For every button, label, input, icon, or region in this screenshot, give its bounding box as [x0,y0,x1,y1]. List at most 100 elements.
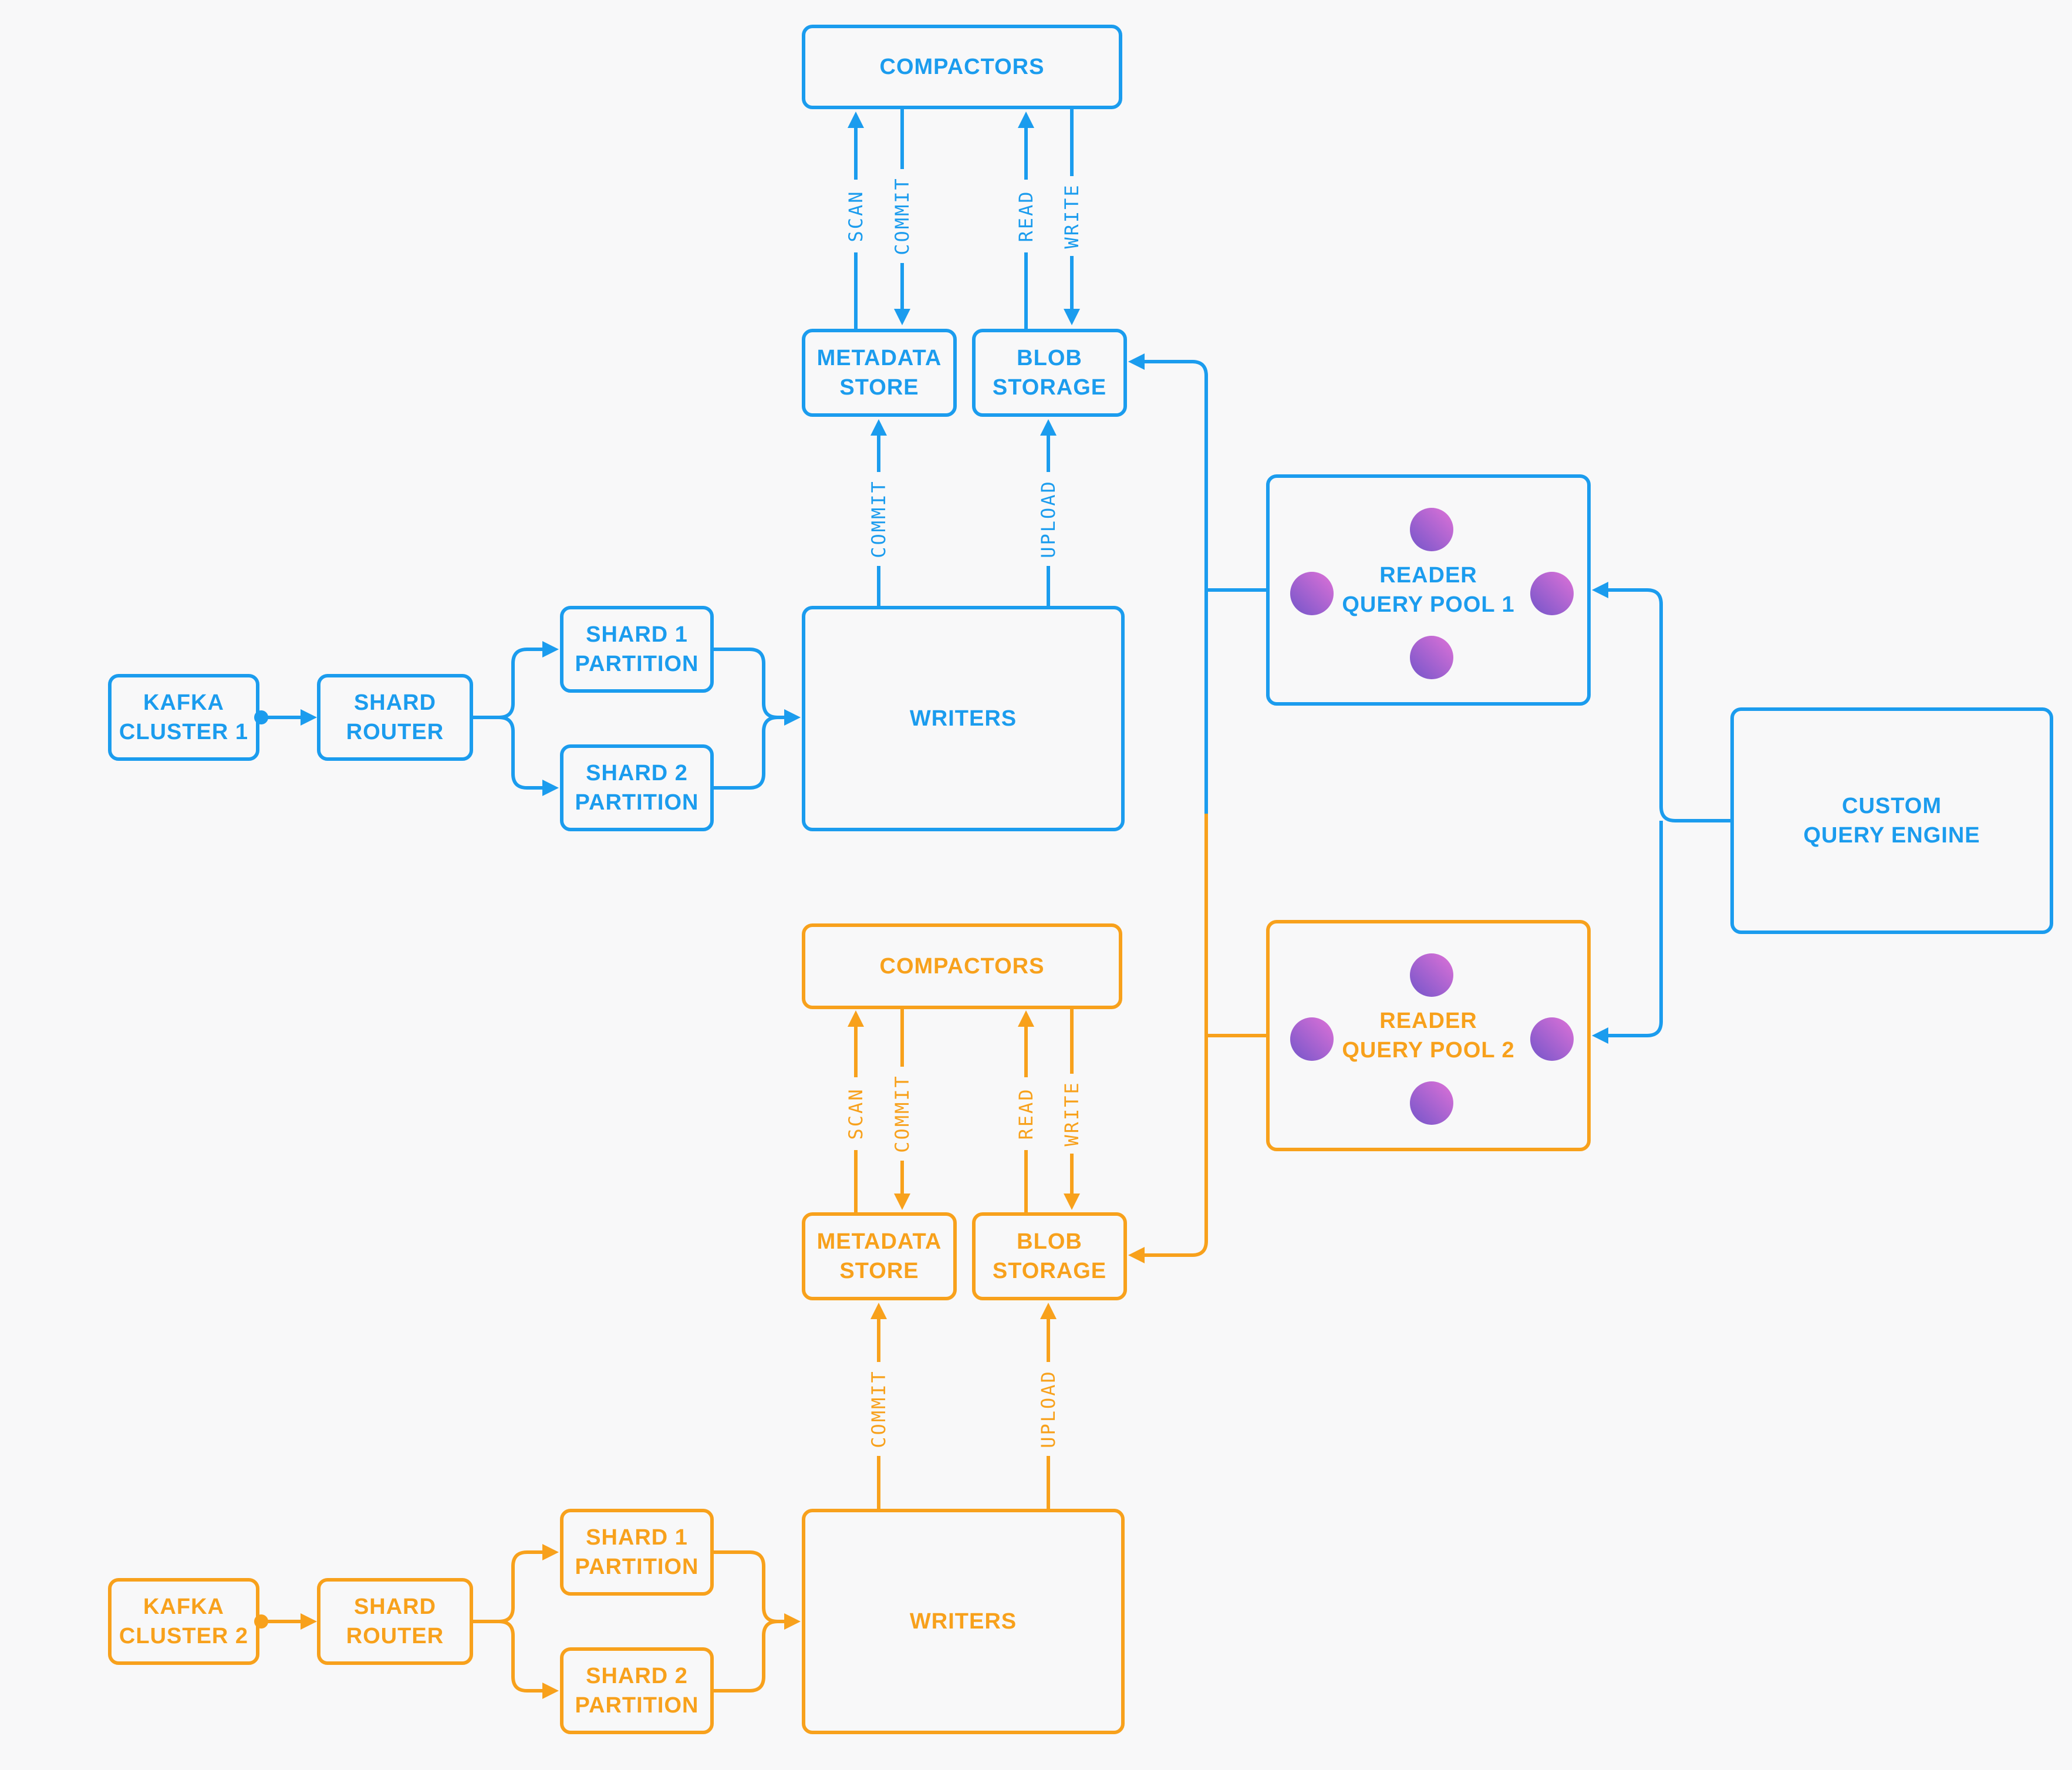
node-label-line: QUERY POOL 1 [1342,592,1515,617]
edge-shard-router2-to-shard1-partition [473,1544,559,1623]
edge-writers1-commit-to-metadata [870,419,887,606]
edge-metadata1-scan-to-compactors [848,112,864,329]
edge-metadata2-scan-to-compactors [848,1010,864,1212]
node-label-line: STORAGE [992,375,1107,400]
node-label-line: METADATA [816,345,942,370]
shard2-partition-2-node: SHARD 2 PARTITION [560,1647,714,1734]
node-label-line: SHARD 1 [586,622,688,647]
edge-readers-bus-to-blob2 [1128,814,1208,1263]
pool-label: READER QUERY POOL 1 [1342,561,1514,619]
node-label-line: COMPACTORS [879,953,1045,979]
edge-label-read-1: READ [1015,190,1037,242]
edge-label-read-2: READ [1015,1087,1037,1140]
node-label-line: PARTITION [575,790,699,815]
edge-blob1-read-to-compactors [1018,112,1034,329]
edge-shard1-partition2-to-writers [714,1550,801,1630]
edge-compactors2-write-to-blob [1064,1009,1080,1210]
node-label-line: STORAGE [992,1259,1107,1283]
reader-query-pool-1-node: READER QUERY POOL 1 [1266,474,1591,706]
edge-shard-router2-to-shard2-partition [473,1620,559,1699]
shard1-partition-2-node: SHARD 1 PARTITION [560,1509,714,1596]
kafka-cluster-2-node: KAFKA CLUSTER 2 [108,1578,259,1665]
reader-node-icon [1410,508,1453,551]
reader-query-pool-2-node: READER QUERY POOL 2 [1266,920,1591,1151]
node-label-line: PARTITION [575,1555,699,1579]
edge-shard-router1-to-shard1-partition [473,641,559,719]
node-label-line: READER [1379,1008,1477,1033]
blob-storage-1-node: BLOB STORAGE [972,329,1127,417]
compactors-1-node: COMPACTORS [802,25,1122,109]
edge-writers2-commit-to-metadata [870,1303,887,1509]
pool-label: READER QUERY POOL 2 [1342,1006,1514,1065]
node-label-line: QUERY ENGINE [1803,823,1980,848]
reader-node-icon [1290,572,1334,615]
edge-label-commit-writers-2: COMMIT [868,1370,890,1448]
reader-node-icon [1410,1081,1453,1125]
reader-node-icon [1410,953,1453,997]
node-label-line: SHARD [353,1594,437,1619]
edge-label-upload-1: UPLOAD [1037,480,1059,558]
node-label-line: SHARD 2 [586,1663,688,1688]
node-label-line: COMPACTORS [879,54,1045,79]
node-label-line: SHARD 2 [586,760,688,785]
edge-kafka1-to-shard-router [254,709,317,726]
node-label-line: PARTITION [575,1693,699,1718]
edge-label-commit-compactors-1: COMMIT [891,177,913,255]
blob-storage-2-node: BLOB STORAGE [972,1212,1127,1300]
edge-label-write-2: WRITE [1061,1081,1083,1147]
edge-writers2-upload-to-blob [1040,1303,1057,1509]
edge-shard-router1-to-shard2-partition [473,716,559,796]
node-label-line: SHARD [353,690,437,715]
node-label-line: WRITERS [909,706,1017,731]
node-label-line: KAFKA [143,1594,224,1619]
edge-query-engine-to-pool1 [1592,582,1730,822]
edge-shard2-partition2-to-writers [714,1620,791,1693]
edge-writers1-upload-to-blob [1040,419,1057,606]
reader-node-icon [1410,636,1453,679]
shard-router-1-node: SHARD ROUTER [317,674,473,761]
node-label-line: CUSTOM [1842,793,1942,818]
edge-compactors1-write-to-blob [1064,109,1080,325]
edge-readers-bus-to-blob1 [1128,353,1208,814]
node-label-line: METADATA [816,1229,942,1254]
edge-label-upload-2: UPLOAD [1037,1370,1059,1448]
node-label-line: STORE [839,375,919,400]
edge-compactors2-commit-to-metadata [894,1009,910,1210]
kafka-cluster-1-node: KAFKA CLUSTER 1 [108,674,259,761]
node-label-line: PARTITION [575,652,699,676]
edge-label-commit-writers-1: COMMIT [868,480,890,558]
edge-label-commit-compactors-2: COMMIT [891,1074,913,1153]
metadata-store-2-node: METADATA STORE [802,1212,957,1300]
node-label-line: CLUSTER 1 [119,720,249,744]
node-label-line: ROUTER [346,1624,444,1648]
writers-1-node: WRITERS [802,606,1125,831]
node-label-line: CLUSTER 2 [119,1624,249,1648]
reader-node-icon [1530,572,1574,615]
node-label-line: STORE [839,1259,919,1283]
reader-node-icon [1290,1017,1334,1061]
edge-compactors1-commit-to-metadata [894,109,910,325]
edge-query-engine-to-pool2 [1592,821,1663,1044]
node-label-line: SHARD 1 [586,1525,688,1550]
edge-kafka2-to-shard-router [254,1613,317,1630]
node-label-line: ROUTER [346,720,444,744]
edge-label-scan-1: SCAN [845,190,867,242]
shard1-partition-1-node: SHARD 1 PARTITION [560,606,714,693]
node-label-line: QUERY POOL 2 [1342,1038,1515,1063]
reader-node-icon [1530,1017,1574,1061]
compactors-2-node: COMPACTORS [802,923,1122,1009]
node-label-line: BLOB [1017,345,1082,370]
node-label-line: BLOB [1017,1229,1082,1254]
node-label-line: WRITERS [909,1609,1017,1634]
edge-shard2-partition1-to-writers [714,716,791,790]
writers-2-node: WRITERS [802,1509,1125,1734]
edge-label-write-1: WRITE [1061,183,1083,249]
shard-router-2-node: SHARD ROUTER [317,1578,473,1665]
edge-label-scan-2: SCAN [845,1087,867,1140]
edge-shard1-partition1-to-writers [714,648,801,726]
node-label-line: READER [1379,562,1477,588]
custom-query-engine-node: CUSTOM QUERY ENGINE [1730,707,2053,934]
node-label-line: KAFKA [143,690,224,715]
